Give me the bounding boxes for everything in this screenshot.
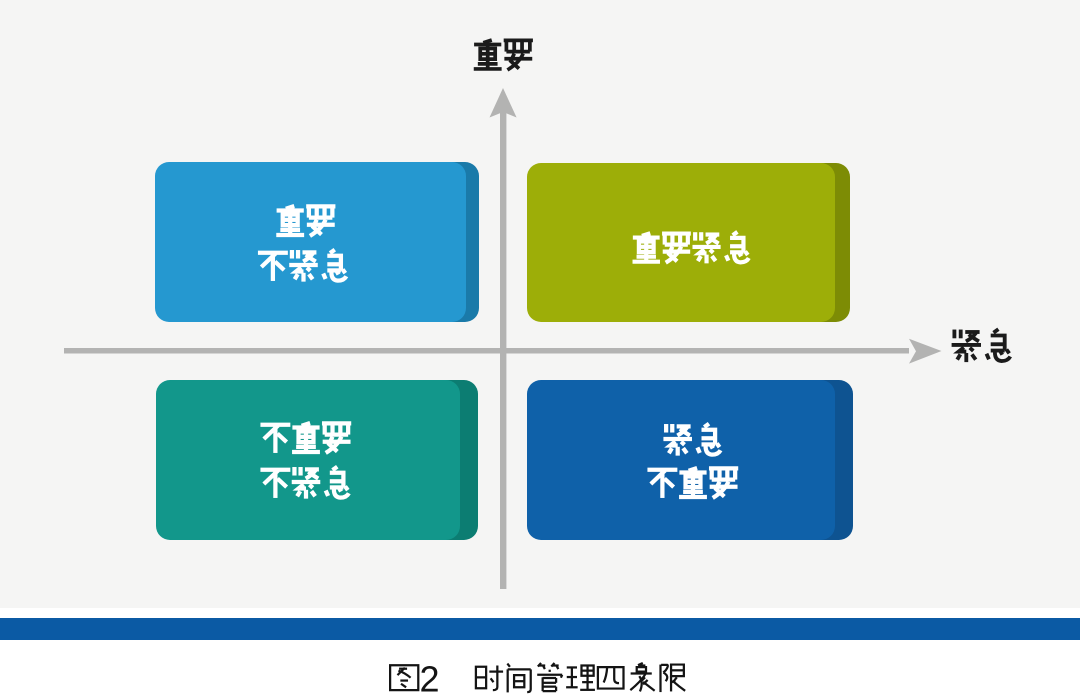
svg-text:2: 2: [419, 659, 439, 699]
